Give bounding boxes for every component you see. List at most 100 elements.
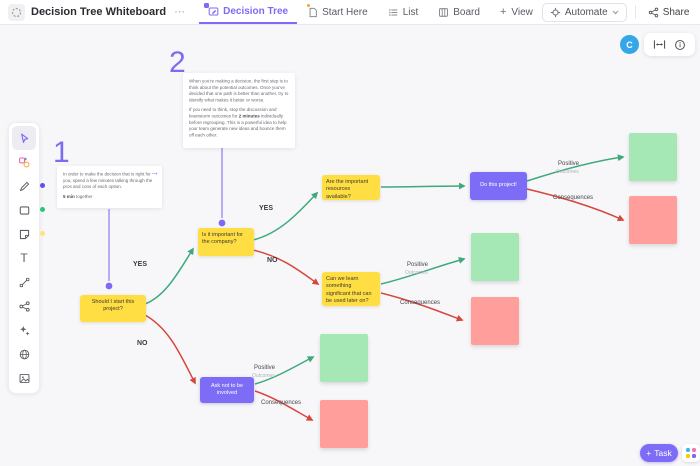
step2-number[interactable]: 2 xyxy=(169,46,186,79)
automate-button[interactable]: Automate xyxy=(541,2,627,22)
pen-color-dot[interactable] xyxy=(40,183,45,188)
tab-list[interactable]: List xyxy=(379,0,428,24)
label-outcomes-1[interactable]: Outcomes xyxy=(556,169,579,175)
select-tool[interactable] xyxy=(12,126,36,150)
step1-number[interactable]: 1 xyxy=(53,136,70,169)
image-tool[interactable] xyxy=(12,366,36,390)
pen-tool[interactable] xyxy=(12,174,36,198)
label-no-2[interactable]: NO xyxy=(267,257,278,264)
whiteboard-type-icon[interactable] xyxy=(8,3,25,21)
edge-yes-start[interactable] xyxy=(144,247,194,305)
edge-resources-do[interactable] xyxy=(380,182,466,190)
node-important[interactable]: Is it important for the company? xyxy=(198,228,254,256)
title-overflow-menu[interactable]: ⋯ xyxy=(174,5,186,18)
add-view-button[interactable]: + View xyxy=(491,0,542,24)
chevron-down-icon xyxy=(612,10,619,14)
tab-label: Start Here xyxy=(322,6,368,18)
dashed-circle-icon xyxy=(11,7,22,17)
page-title: Decision Tree Whiteboard xyxy=(31,6,167,18)
label-consequences-3[interactable]: Consequences xyxy=(261,400,302,406)
edge-no-important[interactable] xyxy=(252,249,320,285)
label-yes-1[interactable]: YES xyxy=(133,261,148,268)
node-not-involved[interactable]: Ask not to be involved xyxy=(200,377,254,403)
label-positive-3[interactable]: Positive xyxy=(254,365,276,371)
shape-tool[interactable] xyxy=(12,198,36,222)
tab-label: Decision Tree xyxy=(223,5,289,17)
tab-label: List xyxy=(402,6,419,18)
note2-dot[interactable] xyxy=(218,219,226,227)
tab-decision-tree[interactable]: Decision Tree xyxy=(199,0,298,24)
shape-color-dot[interactable] xyxy=(40,207,45,212)
edge-learn-consequences[interactable] xyxy=(380,292,464,322)
node-resources[interactable]: Are the important resources available? xyxy=(322,175,380,200)
share-label: Share xyxy=(662,6,690,18)
sticky-green-1[interactable] xyxy=(629,133,677,181)
automate-label: Automate xyxy=(564,6,608,18)
info-button[interactable] xyxy=(674,39,686,51)
step2-note-text: When you're making a decision, the first… xyxy=(189,78,289,138)
add-view-label: View xyxy=(511,6,533,18)
edge-do-consequences[interactable] xyxy=(526,188,625,222)
share-button[interactable]: Share xyxy=(644,5,694,20)
plus-icon: + xyxy=(499,6,507,18)
tab-board[interactable]: Board xyxy=(429,0,489,24)
topbar-right: Automate Share xyxy=(541,0,694,24)
node-do-project[interactable]: Do this project! xyxy=(470,172,527,200)
task-label: Task xyxy=(654,448,672,458)
web-tool[interactable] xyxy=(12,342,36,366)
label-outcomes-2[interactable]: Outcomes xyxy=(405,270,428,276)
step1-note[interactable]: In order to make the decision that is ri… xyxy=(57,166,162,208)
tab-start-here[interactable]: Start Here xyxy=(299,0,377,24)
edge-yes-important[interactable] xyxy=(252,191,319,241)
topbar-left: Decision Tree Whiteboard ⋯ xyxy=(8,0,187,24)
divider xyxy=(634,5,636,19)
label-consequences-2[interactable]: Consequences xyxy=(400,300,441,306)
share-icon xyxy=(648,7,658,17)
node-learn[interactable]: Can we learn something significant that … xyxy=(322,272,380,306)
node-should-start[interactable]: Should I start this project? xyxy=(80,295,146,322)
tab-badge xyxy=(204,3,210,8)
automation-icon xyxy=(550,7,561,17)
label-consequences-1[interactable]: Consequences xyxy=(553,195,594,201)
mind-map-tool[interactable] xyxy=(12,294,36,318)
templates-tool[interactable] xyxy=(12,150,36,174)
sticky-red-2[interactable] xyxy=(471,297,519,345)
label-no-1[interactable]: NO xyxy=(137,340,148,347)
connector-tool[interactable] xyxy=(12,270,36,294)
note1-dot[interactable] xyxy=(105,282,113,290)
board-tab-icon xyxy=(439,7,449,17)
text-tool[interactable]: T xyxy=(12,246,36,270)
sticky-red-3[interactable] xyxy=(320,400,368,448)
apps-button[interactable] xyxy=(682,444,700,462)
label-yes-2[interactable]: YES xyxy=(259,205,274,212)
ai-sparkle-tool[interactable] xyxy=(12,318,36,342)
topbar: Decision Tree Whiteboard ⋯ Decision Tree… xyxy=(0,0,700,25)
sticky-green-2[interactable] xyxy=(471,233,519,281)
whiteboard-canvas[interactable]: T C xyxy=(0,25,700,466)
label-positive-2[interactable]: Positive xyxy=(407,262,429,268)
tab-dot xyxy=(307,4,311,7)
sticky-color-dot[interactable] xyxy=(40,231,45,236)
add-task-button[interactable]: + Task xyxy=(640,444,678,462)
note1-arrow-icon: → xyxy=(150,167,159,177)
view-tabs: Decision Tree Start Here List xyxy=(199,0,542,24)
fit-to-screen-button[interactable] xyxy=(653,39,666,50)
plus-icon: + xyxy=(646,448,652,458)
tab-label: Board xyxy=(453,6,480,18)
sticky-red-1[interactable] xyxy=(629,196,677,244)
tool-panel: T xyxy=(8,122,40,394)
step1-note-text: In order to make the decision that is ri… xyxy=(63,171,153,199)
view-controls xyxy=(644,33,695,56)
sticky-note-tool[interactable] xyxy=(12,222,36,246)
avatar[interactable]: C xyxy=(620,35,639,54)
edge-no-start[interactable] xyxy=(144,314,196,385)
whiteboard-tab-icon xyxy=(208,6,219,16)
apps-grid-icon xyxy=(686,448,696,458)
sticky-green-3[interactable] xyxy=(320,334,368,382)
step2-note[interactable]: When you're making a decision, the first… xyxy=(183,73,295,148)
list-tab-icon xyxy=(388,8,398,16)
label-outcomes-3[interactable]: Outcomes xyxy=(252,373,275,379)
label-positive-1[interactable]: Positive xyxy=(558,161,580,167)
